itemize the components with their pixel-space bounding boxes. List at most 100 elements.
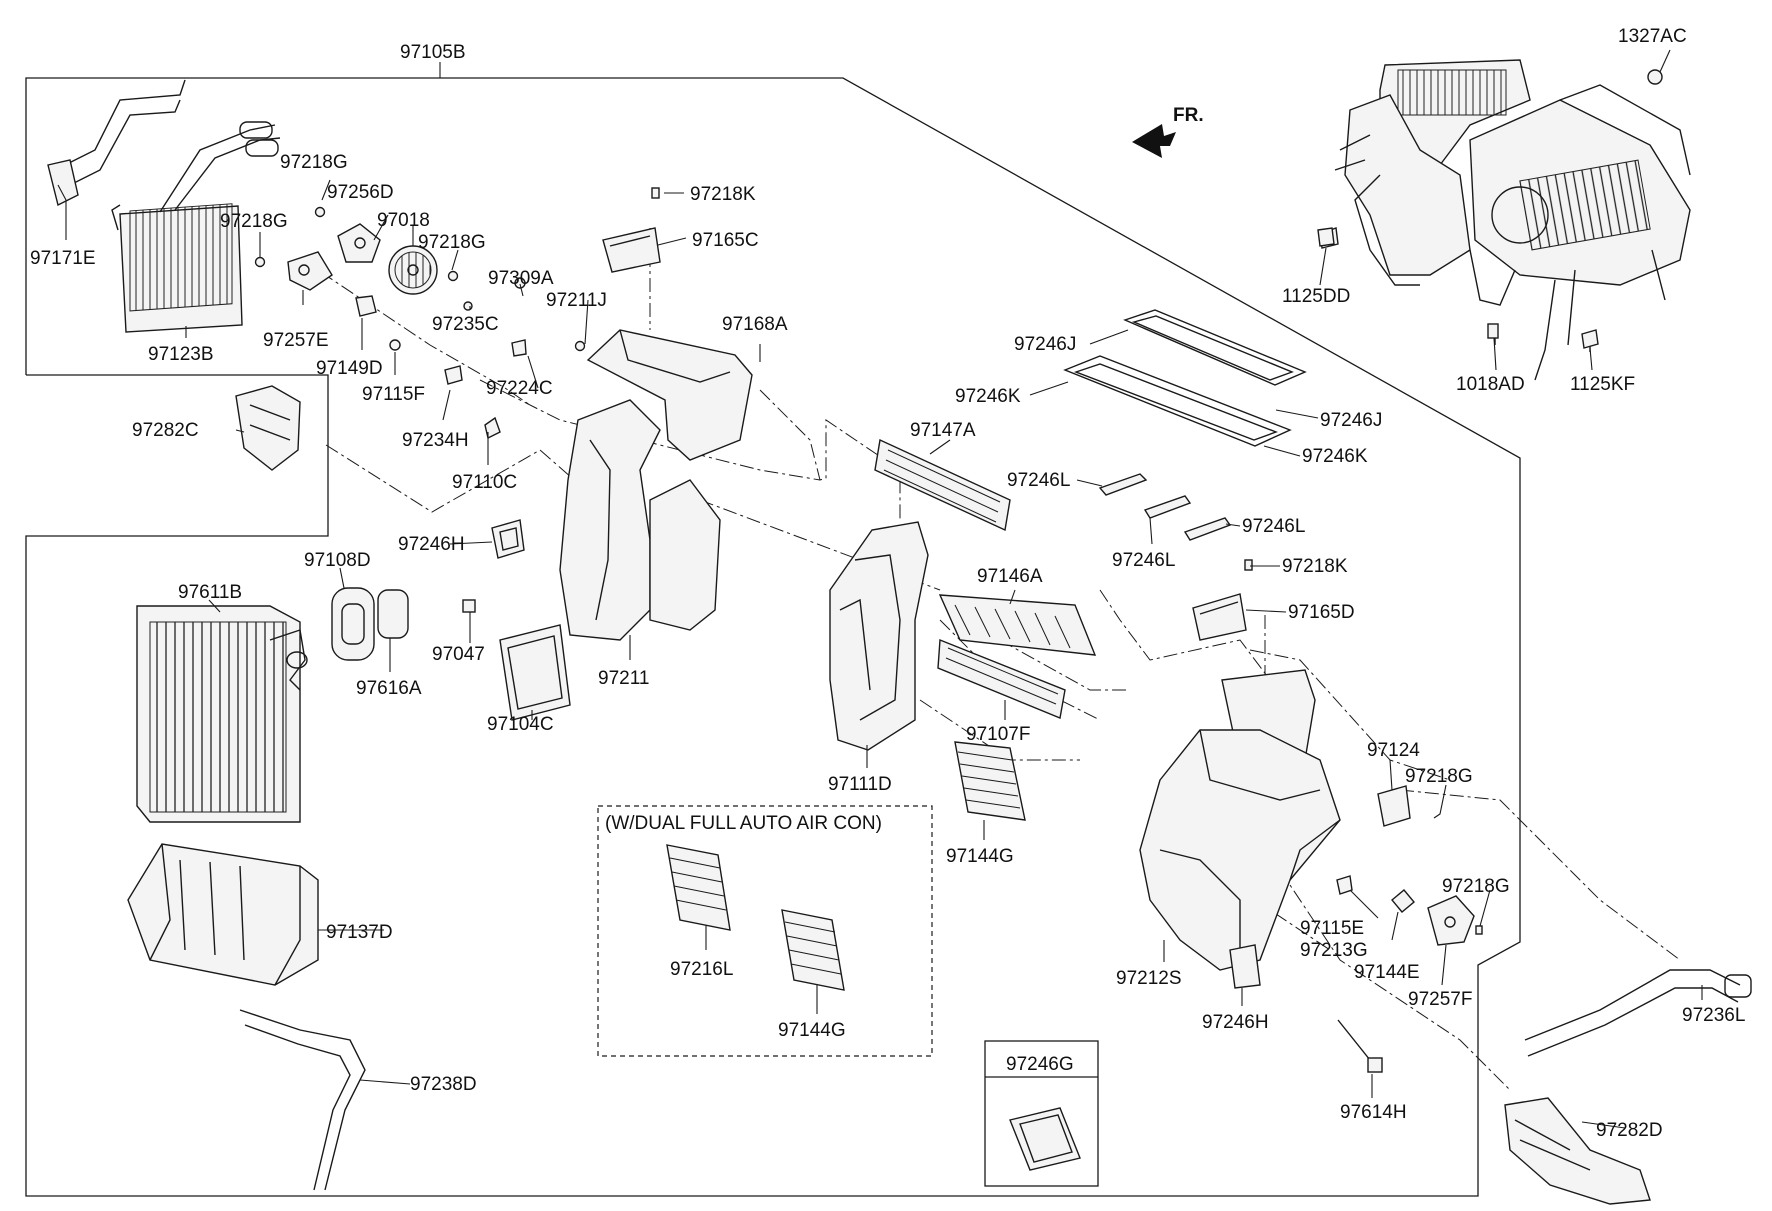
duct-97282C: [235, 385, 301, 471]
label-97235C: 97235C: [432, 314, 499, 335]
label-97234H: 97234H: [402, 430, 469, 451]
case-97212S: [1139, 669, 1341, 971]
label-97611B: 97611B: [178, 582, 242, 603]
bolts: [1317, 227, 1599, 349]
label-97018: 97018: [377, 210, 430, 231]
label-97616A: 97616A: [356, 678, 422, 699]
label-1327AC: 1327AC: [1618, 26, 1687, 47]
label-97218G: 97218G: [220, 211, 288, 232]
label-1018AD: 1018AD: [1456, 374, 1525, 395]
label-97146A: 97146A: [977, 566, 1043, 587]
label-97218K: 97218K: [1282, 556, 1348, 577]
link-97144E: [1391, 889, 1415, 913]
label-97246K: 97246K: [1302, 446, 1368, 467]
heater-pipe-97171E: [47, 79, 279, 207]
label-97614H: 97614H: [1340, 1102, 1407, 1123]
label-97212S: 97212S: [1116, 968, 1182, 989]
seal-97246H-right: [1229, 944, 1261, 989]
case-97111D: [829, 521, 929, 751]
label-97257E: 97257E: [263, 330, 329, 351]
label-97168A: 97168A: [722, 314, 788, 335]
label-97111D: 97111D: [828, 774, 892, 795]
filter-97144G: [954, 741, 1026, 821]
gear-97018: [388, 245, 438, 295]
label-97104C: 97104C: [487, 714, 554, 735]
drain-hose-97238D: [239, 1009, 366, 1191]
label-97211: 97211: [598, 668, 649, 689]
label-97123B: 97123B: [148, 344, 214, 365]
label-97165C: 97165C: [692, 230, 759, 251]
filter-97216L: [666, 844, 731, 931]
label-97165D: 97165D: [1288, 602, 1355, 623]
bracket-97165C: [602, 227, 661, 273]
label-97047: 97047: [432, 644, 485, 665]
fr-arrow-icon: [1132, 124, 1176, 158]
label-97246J: 97246J: [1014, 334, 1076, 355]
sensor-97614H: [1337, 1019, 1383, 1073]
label-97110C: 97110C: [452, 472, 517, 493]
label-97218G: 97218G: [1442, 876, 1510, 897]
label-97105B: 97105B: [400, 42, 466, 63]
label-97309A: 97309A: [488, 268, 554, 289]
hvac-assembly-illustration: [1334, 59, 1691, 381]
seal-97246G: [1009, 1107, 1081, 1171]
label-97246L: 97246L: [1007, 470, 1070, 491]
label-97115F: 97115F: [362, 384, 425, 405]
label-97147A: 97147A: [910, 420, 976, 441]
label-97171E: 97171E: [30, 248, 96, 269]
label-97124: 97124: [1367, 740, 1420, 761]
case-97211: [559, 329, 753, 641]
actuator-97257F: [1427, 895, 1475, 946]
label-97246L: 97246L: [1112, 550, 1175, 571]
actuator-97256D: [337, 223, 381, 263]
bracket-97165D: [1192, 593, 1247, 641]
leader-lines: [57, 49, 1703, 1129]
seal-97246H-left: [491, 519, 525, 559]
option-note: (W/DUAL FULL AUTO AIR CON): [605, 813, 882, 834]
label-97282C: 97282C: [132, 420, 199, 441]
seal-strips: [1063, 309, 1307, 541]
hose-97236L: [1524, 969, 1752, 1057]
seal-97108D: [331, 587, 375, 661]
label-97108D: 97108D: [304, 550, 371, 571]
label-97224C: 97224C: [486, 378, 553, 399]
filter-97107F: [937, 638, 1066, 719]
label-97115E: 97115E: [1300, 918, 1364, 939]
label-97257F: 97257F: [1408, 989, 1472, 1010]
label-97144G: 97144G: [778, 1020, 846, 1041]
heater-core-97123B: [111, 124, 281, 333]
label-97144G: 97144G: [946, 846, 1014, 867]
label-97246G: 97246G: [1006, 1054, 1074, 1075]
label-97236L: 97236L: [1682, 1005, 1745, 1026]
label-97246H: 97246H: [1202, 1012, 1269, 1033]
label-97218G: 97218G: [280, 152, 348, 173]
label-97238D: 97238D: [410, 1074, 477, 1095]
label-97137D: 97137D: [326, 922, 393, 943]
label-1125KF: 1125KF: [1570, 374, 1635, 395]
label-97211J: 97211J: [546, 290, 607, 311]
label-97149D: 97149D: [316, 358, 383, 379]
inset-box-97246G: [984, 1040, 1099, 1187]
option-box: [597, 805, 933, 1057]
label-97144E: 97144E: [1354, 962, 1420, 983]
drain-pan-97137D: [127, 843, 319, 986]
label-97107F: 97107F: [966, 724, 1030, 745]
label-1125DD: 1125DD: [1282, 286, 1350, 307]
label-97256D: 97256D: [327, 182, 394, 203]
part-labels: 97105B 97171E 97123B 97218G 97218G 97256…: [30, 26, 1745, 1141]
label-97246K: 97246K: [955, 386, 1021, 407]
label-97216L: 97216L: [670, 959, 733, 980]
label-97218G: 97218G: [418, 232, 486, 253]
seal-97104C: [499, 624, 571, 721]
label-97246J: 97246J: [1320, 410, 1382, 431]
actuator-97124: [1377, 785, 1411, 827]
label-97246L: 97246L: [1242, 516, 1305, 537]
clip-97115E: [1336, 875, 1353, 895]
label-97246H: 97246H: [398, 534, 465, 555]
filter-97147A: [874, 438, 1011, 532]
seal-97616A: [377, 589, 409, 639]
filter-97146A: [938, 594, 1097, 656]
label-97213G: 97213G: [1300, 940, 1368, 961]
duct-97282D: [1504, 1097, 1651, 1205]
